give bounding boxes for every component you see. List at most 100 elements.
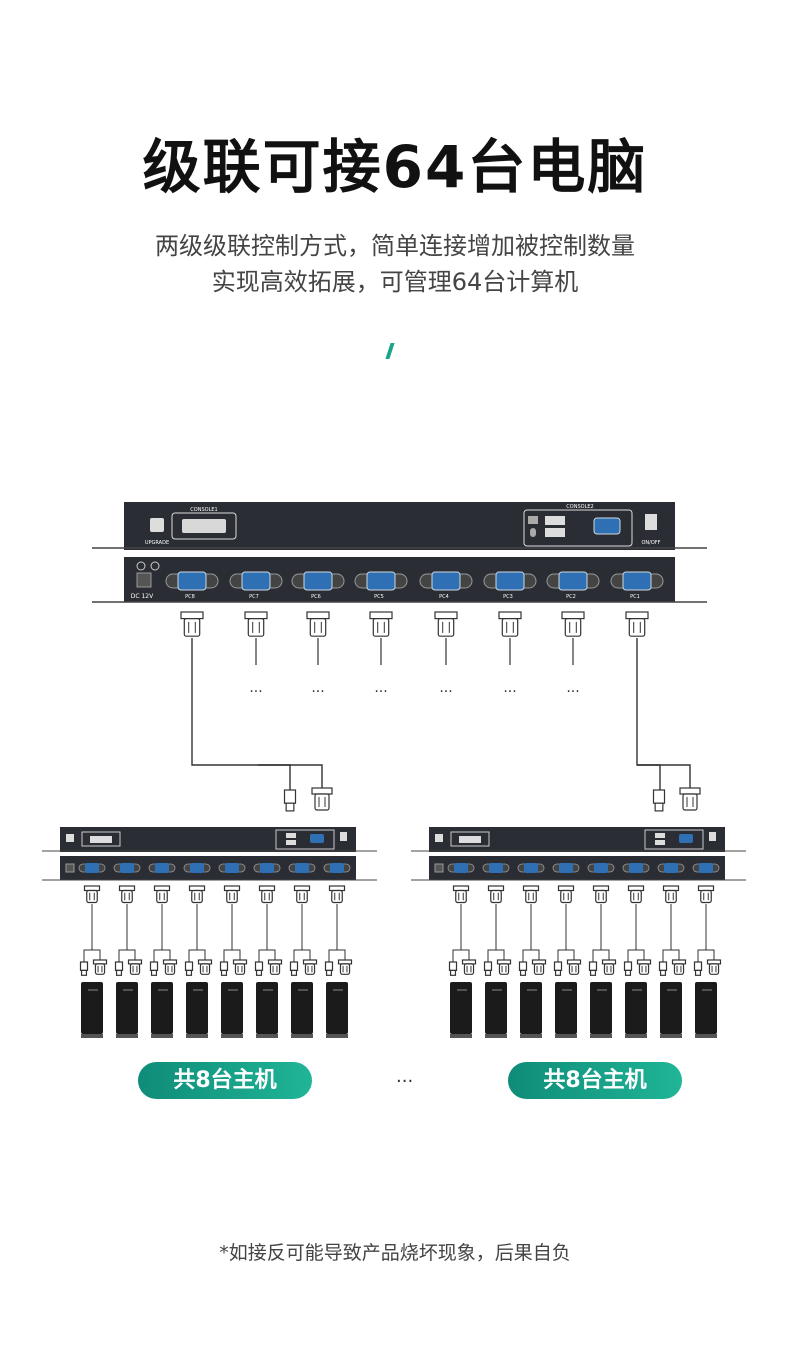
sub-vga-console-port [679,834,693,843]
vga-plug-body [708,963,720,975]
dc-jack [136,572,152,588]
sub-usb-a-port [286,840,296,845]
pc-tower-base [450,1034,472,1038]
sub-vga-plug [118,885,136,904]
cascade-usb-plug-right [652,789,666,812]
pc-vga-plug [671,959,687,975]
vga-plug-body [682,793,698,811]
keyboard-icon [528,516,538,524]
usb-plug-tip [484,969,492,976]
vga-plug-body [164,963,176,975]
main-vga-plug [369,611,393,637]
vga-plug-body [261,889,273,904]
vga-plug-body [156,889,168,904]
usb-plug-body [149,961,159,971]
sub-vga-plug [662,885,680,904]
port-label-pc8: PC8 [185,594,195,600]
vga-plug-body [234,963,246,975]
upgrade-label: UPGRADE [145,540,169,546]
pc-vga-plug [337,959,353,975]
usb-plug-body [588,961,598,971]
vga-plug-flange [561,611,585,620]
sub-cable-split [293,949,311,962]
vga-plug-body [673,963,685,975]
pc-usb-plug [623,961,633,976]
vga-plug-body [525,889,537,904]
usb-plug-body [289,961,299,971]
vga-plug-body [129,963,141,975]
usb-plug-tip [185,969,193,976]
sub-cable-split [328,949,346,962]
usb-plug-body [114,961,124,971]
vga-plug-body [296,889,308,904]
pc-tower-icon [221,982,243,1034]
sub-vga-plug [452,885,470,904]
sub-vga-port [295,863,309,873]
dvi-port [182,519,226,533]
vga-plug-body [191,889,203,904]
pc-tower-icon [81,982,103,1034]
pc-tower-icon [485,982,507,1034]
pc-tower-icon [520,982,542,1034]
pc-usb-plug [693,961,703,976]
sub-cable-split [592,949,610,962]
vga-plug-body [501,617,519,637]
mouse-icon [530,528,536,537]
usb-plug-tip [449,969,457,976]
dc-label: DC 12V [131,593,154,600]
pc-vga-plug [127,959,143,975]
sub-vga-plug [223,885,241,904]
vga-plug-flange [592,885,610,892]
usb-plug-body [283,789,297,804]
group-label-right: 共8台主机 [508,1062,682,1099]
vga-port-pc2 [558,571,588,591]
pc-tower-base [695,1034,717,1038]
sub-cable-split [487,949,505,962]
vga-plug-body [498,963,510,975]
usb-plug-tip [654,802,664,812]
sub-usb-a-port [286,833,296,838]
vga-plug-flange [118,885,136,892]
middle-ellipsis: ... [396,1066,414,1087]
usb-plug-body [652,789,666,804]
sub-console1-box [81,831,121,847]
usb-plug-tip [115,969,123,976]
sub-usb-a-port [655,840,665,845]
pc-tower-icon [151,982,173,1034]
pc-usb-plug [289,961,299,976]
vga-plug-flange [369,611,393,620]
pc-usb-plug [553,961,563,976]
vga-plug-flange [452,885,470,892]
usb-plug-body [324,961,334,971]
pc-tower-base [625,1034,647,1038]
sub-vga-plug [328,885,346,904]
pc-tower-icon [116,982,138,1034]
pc-tower-base [81,1034,103,1038]
usb-plug-body [658,961,668,971]
sub-vga-plug [557,885,575,904]
warning-note: *如接反可能导致产品烧坏现象，后果自负 [219,1242,571,1264]
vga-plug-flange [223,885,241,892]
sub-cable-split [153,949,171,962]
vga-plug-flange [627,885,645,892]
vga-plug-flange [244,611,268,620]
sub-dvi-port [459,836,481,843]
usb-plug-body [184,961,194,971]
usb-plug-tip [554,969,562,976]
vga-plug-body [94,963,106,975]
sub-cable-split [662,949,680,962]
port-label-pc7: PC7 [249,594,259,600]
sub-vga-port [489,863,503,873]
pc-tower-base [116,1034,138,1038]
vga-plug-body [490,889,502,904]
power-switch [645,514,657,530]
pc-usb-plug [324,961,334,976]
cascade-vga-plug-left [311,787,333,811]
vga-plug-flange [697,885,715,892]
sub-usb-b-port [435,834,443,842]
usb-plug-tip [694,969,702,976]
cascade-vga-plug-right [679,787,701,811]
vga-port-pc7 [241,571,271,591]
pc-tower-base [291,1034,313,1038]
pc-usb-plug [518,961,528,976]
